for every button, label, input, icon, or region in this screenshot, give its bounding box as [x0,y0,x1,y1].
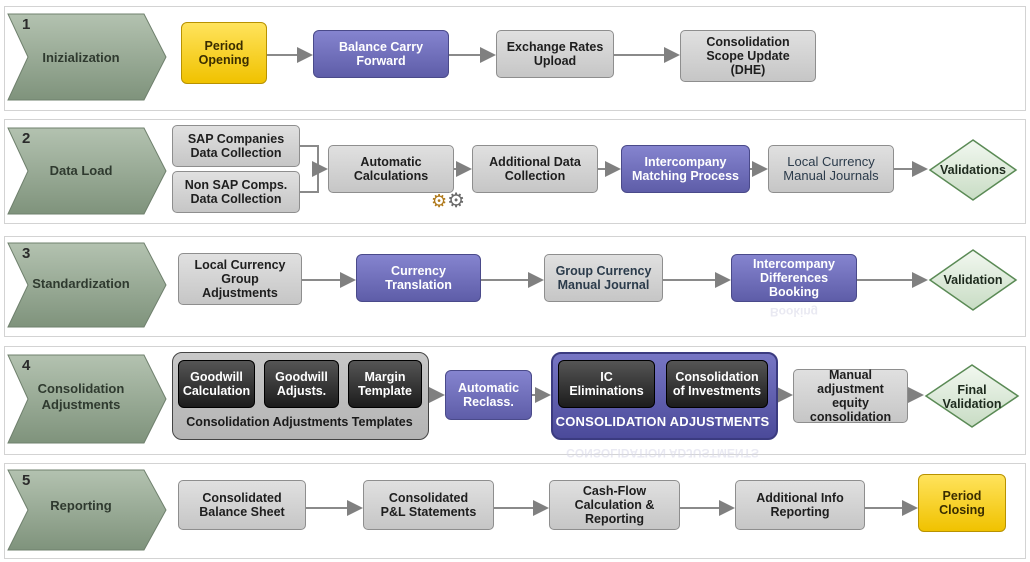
diamond-shape [928,249,1018,311]
validations-diamond[interactable]: Validations [928,138,1018,202]
goodwill-adjusts-template[interactable]: Goodwill Adjusts. [264,360,339,408]
automatic-calculations-step[interactable]: Automatic Calculations [328,145,454,193]
cash-flow-step[interactable]: Cash-Flow Calculation & Reporting [549,480,680,530]
additional-info-reporting-step[interactable]: Additional Info Reporting [735,480,865,530]
phase-title: Reporting [50,498,112,513]
exchange-rates-upload-step[interactable]: Exchange Rates Upload [496,30,614,78]
gears-icon: ⚙⚙ [431,190,466,212]
intercompany-matching-step[interactable]: Intercompany Matching Process [621,145,750,193]
phase-number: 4 [22,357,31,374]
consolidation-scope-update-step[interactable]: Consolidation Scope Update (DHE) [680,30,816,82]
automatic-reclass-step[interactable]: Automatic Reclass. [445,370,532,420]
manual-equity-adjustment-step[interactable]: Manual adjustment equity consolidation [793,368,908,424]
phase-1-chevron: 1 Inizialization [6,12,168,102]
consolidation-adjustments-label: CONSOLIDATION ADJUSTMENTS [555,414,770,429]
margin-template[interactable]: Margin Template [348,360,422,408]
validation-diamond[interactable]: Validation [928,248,1018,312]
phase-2-chevron: 2 Data Load [6,126,168,216]
phase-title: Consolidation Adjustments [37,381,125,412]
chevron-shape [7,127,167,215]
phase-title: Standardization [32,276,130,291]
additional-data-collection-step[interactable]: Additional Data Collection [472,145,598,193]
ic-differences-reflection: Booking [770,305,818,319]
local-currency-journals-step[interactable]: Local Currency Manual Journals [768,145,894,193]
phase-number: 1 [22,16,31,33]
chevron-shape [7,354,167,444]
consolidation-of-investments-step[interactable]: Consolidation of Investments [666,360,768,408]
non-sap-data-step[interactable]: Non SAP Comps. Data Collection [172,171,300,213]
final-validation-diamond[interactable]: Final Validation [924,363,1020,429]
phase-3-chevron: 3 Standardization [6,241,168,329]
phase-number: 3 [22,245,31,262]
currency-translation-step[interactable]: Currency Translation [356,254,481,302]
phase-number: 2 [22,130,31,147]
sap-companies-data-step[interactable]: SAP Companies Data Collection [172,125,300,167]
consolidated-balance-sheet-step[interactable]: Consolidated Balance Sheet [178,480,306,530]
intercompany-differences-step[interactable]: Intercompany Differences Booking [731,254,857,302]
phase-4-chevron: 4 Consolidation Adjustments [6,353,168,445]
chevron-shape [7,13,167,101]
phase-title: Inizialization [42,50,120,65]
phase-number: 5 [22,472,31,489]
chevron-shape [7,469,167,551]
period-opening-step[interactable]: Period Opening [181,22,267,84]
phase-title: Data Load [49,163,113,178]
ic-eliminations-step[interactable]: IC Eliminations [558,360,655,408]
period-closing-step[interactable]: Period Closing [918,474,1006,532]
validations-label: Validations [940,163,1006,177]
local-currency-group-adjustments-step[interactable]: Local Currency Group Adjustments [178,253,302,305]
consolidation-adjustments-reflection: CONSOLIDATION ADJUSTMENTS [566,446,759,460]
group-currency-journal-step[interactable]: Group Currency Manual Journal [544,254,663,302]
chevron-shape [7,242,167,328]
goodwill-calculation-template[interactable]: Goodwill Calculation [178,360,255,408]
balance-carry-forward-step[interactable]: Balance Carry Forward [313,30,449,78]
templates-container-label: Consolidation Adjustments Templates [186,415,413,429]
phase-5-chevron: 5 Reporting [6,468,168,552]
diamond-shape [924,364,1020,428]
diamond-shape [928,139,1018,201]
consolidated-pl-step[interactable]: Consolidated P&L Statements [363,480,494,530]
validation-label: Validation [943,273,1003,287]
final-validation-label: Final Validation [942,383,1002,411]
